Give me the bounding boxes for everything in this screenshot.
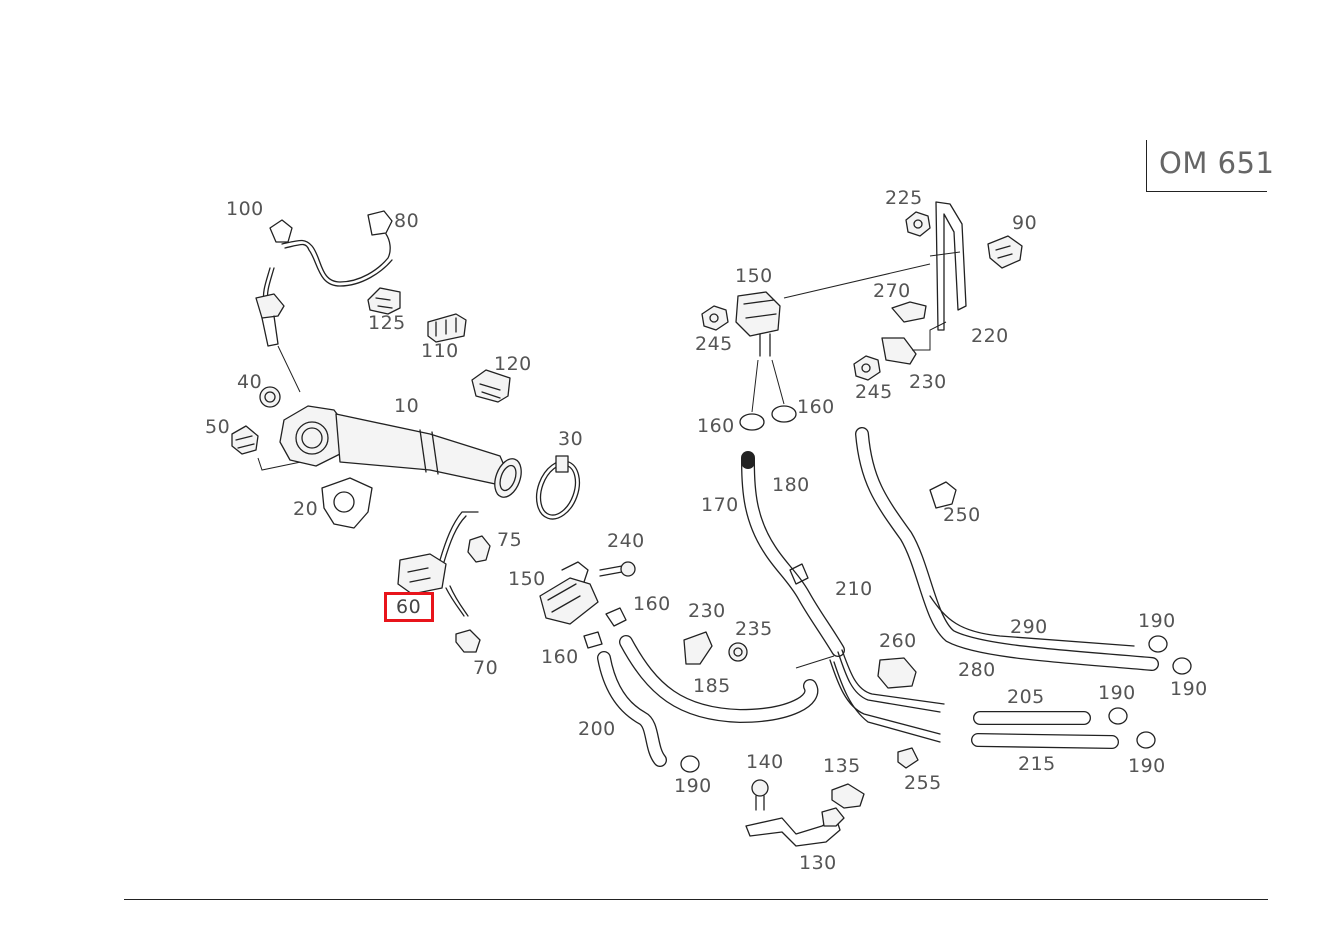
callout-140[interactable]: 140	[746, 751, 784, 773]
callout-150-upper[interactable]: 150	[735, 265, 773, 287]
part-270-clip[interactable]	[891, 301, 927, 323]
part-250-clip[interactable]	[929, 481, 957, 509]
callout-120[interactable]: 120	[494, 353, 532, 375]
part-160-clamps-lower[interactable]	[583, 607, 627, 649]
callout-80[interactable]: 80	[394, 210, 420, 232]
callout-135[interactable]: 135	[823, 755, 861, 777]
callout-160-lower-left[interactable]: 160	[541, 646, 579, 668]
callout-30[interactable]: 30	[558, 428, 584, 450]
callout-230-upper[interactable]: 230	[909, 371, 947, 393]
callout-290[interactable]: 290	[1010, 616, 1048, 638]
callout-250[interactable]: 250	[943, 504, 981, 526]
callout-160-upper-left[interactable]: 160	[697, 415, 735, 437]
callout-20[interactable]: 20	[293, 498, 319, 520]
callout-40[interactable]: 40	[237, 371, 263, 393]
part-215-hose[interactable]	[971, 733, 1119, 749]
callout-90[interactable]: 90	[1012, 212, 1038, 234]
callout-125[interactable]: 125	[368, 312, 406, 334]
part-125-clip[interactable]	[367, 287, 401, 315]
part-190-clamps[interactable]	[680, 635, 1192, 773]
callout-100[interactable]: 100	[226, 198, 264, 220]
callout-150-lower[interactable]: 150	[508, 568, 546, 590]
callout-245-upper[interactable]: 245	[695, 333, 733, 355]
callout-110[interactable]: 110	[421, 340, 459, 362]
callout-205[interactable]: 205	[1007, 686, 1045, 708]
part-230-bracket-lower[interactable]	[683, 631, 713, 665]
part-80-sensor[interactable]	[255, 210, 393, 393]
part-120-clip[interactable]	[471, 369, 511, 403]
part-30-clamp[interactable]	[529, 455, 587, 525]
callout-210[interactable]: 210	[835, 578, 873, 600]
callout-190-d[interactable]: 190	[1128, 755, 1166, 777]
part-240-bolt[interactable]	[599, 561, 636, 577]
callout-190-c[interactable]: 190	[1098, 682, 1136, 704]
part-110-clip[interactable]	[427, 313, 467, 343]
callout-240[interactable]: 240	[607, 530, 645, 552]
part-10-particulate-filter[interactable]	[279, 405, 526, 501]
part-70-clip[interactable]	[455, 629, 481, 653]
callout-50[interactable]: 50	[205, 416, 231, 438]
part-140-bolt[interactable]	[751, 779, 769, 811]
part-90-clip[interactable]	[987, 235, 1023, 269]
part-185-hose[interactable]	[619, 635, 835, 723]
part-245-nut-upper[interactable]	[701, 305, 729, 331]
part-150-pressure-sensor-lower[interactable]	[539, 561, 599, 625]
part-225-nut[interactable]	[905, 211, 931, 237]
callout-225[interactable]: 225	[885, 187, 923, 209]
engine-code-label: OM 651	[1159, 146, 1275, 180]
selected-part-highlight	[384, 592, 434, 622]
part-280-290-hoses[interactable]	[855, 427, 1159, 671]
callout-200[interactable]: 200	[578, 718, 616, 740]
callout-190-b[interactable]: 190	[1170, 678, 1208, 700]
part-200-hose[interactable]	[597, 651, 667, 767]
part-230-bracket-upper[interactable]	[881, 321, 947, 365]
callout-10[interactable]: 10	[394, 395, 420, 417]
callout-280[interactable]: 280	[958, 659, 996, 681]
callout-130[interactable]: 130	[799, 852, 837, 874]
part-255-clip[interactable]	[897, 747, 919, 769]
callout-235[interactable]: 235	[735, 618, 773, 640]
callout-220[interactable]: 220	[971, 325, 1009, 347]
part-60-sensor[interactable]	[397, 511, 479, 617]
callout-75[interactable]: 75	[497, 529, 523, 551]
callout-215[interactable]: 215	[1018, 753, 1056, 775]
part-220-bracket[interactable]	[929, 201, 967, 331]
part-75-clip[interactable]	[467, 535, 491, 563]
part-20-gasket[interactable]	[321, 477, 373, 529]
callout-270[interactable]: 270	[873, 280, 911, 302]
callout-185[interactable]: 185	[693, 675, 731, 697]
callout-170[interactable]: 170	[701, 494, 739, 516]
part-170-180-210-hoses[interactable]	[741, 451, 945, 743]
callout-190-e[interactable]: 190	[674, 775, 712, 797]
part-245-nut-lower[interactable]	[853, 355, 881, 381]
callout-180[interactable]: 180	[772, 474, 810, 496]
part-130-bracket[interactable]	[745, 807, 845, 847]
bottom-divider	[124, 899, 1268, 900]
callout-60[interactable]: 60	[396, 596, 422, 618]
callout-245-lower[interactable]: 245	[855, 381, 893, 403]
part-135-clip[interactable]	[831, 783, 865, 809]
callout-70[interactable]: 70	[473, 657, 499, 679]
callout-230-lower[interactable]: 230	[688, 600, 726, 622]
part-40-nut[interactable]	[259, 386, 281, 408]
callout-255[interactable]: 255	[904, 772, 942, 794]
callout-160-lower-right[interactable]: 160	[633, 593, 671, 615]
part-150-pressure-sensor-upper[interactable]	[735, 263, 931, 413]
part-160-clamps-upper[interactable]	[739, 405, 797, 431]
callout-190-a[interactable]: 190	[1138, 610, 1176, 632]
callout-160-upper-right[interactable]: 160	[797, 396, 835, 418]
part-235-nut[interactable]	[728, 642, 748, 662]
callout-260[interactable]: 260	[879, 630, 917, 652]
part-50-plug[interactable]	[231, 425, 321, 471]
part-260-clip[interactable]	[877, 657, 917, 689]
engine-code-frame	[1146, 140, 1267, 192]
